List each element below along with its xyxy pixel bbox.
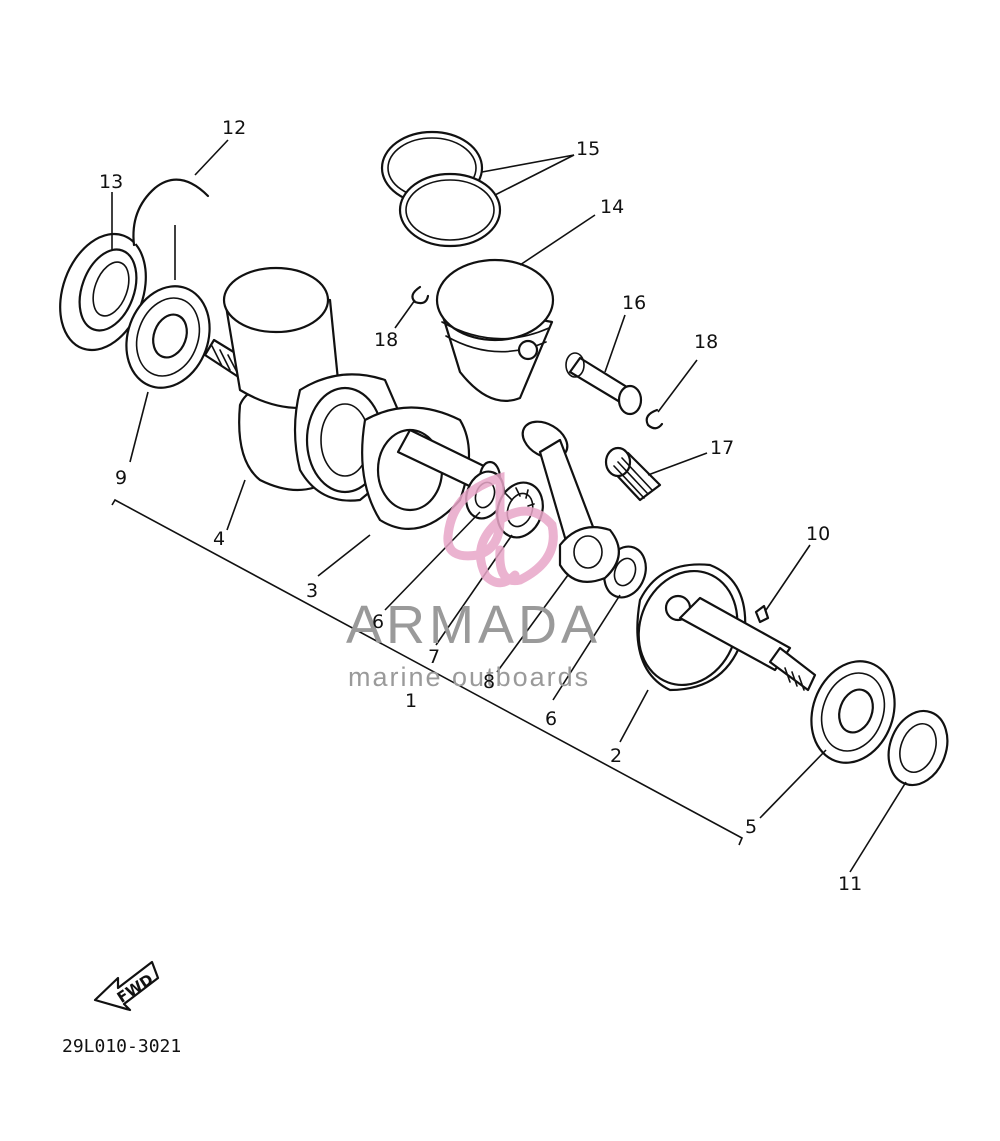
label-part-11: 11 bbox=[838, 873, 862, 895]
label-part-9: 9 bbox=[115, 467, 127, 489]
connecting-rod bbox=[521, 420, 620, 583]
piston bbox=[435, 258, 555, 402]
crankshaft-assembly bbox=[203, 266, 817, 692]
diagram-code: 29L010-3021 bbox=[62, 1036, 181, 1057]
label-part-6-left: 6 bbox=[372, 611, 384, 633]
label-part-18-right: 18 bbox=[694, 331, 718, 353]
oil-seal-left bbox=[59, 232, 147, 352]
retaining-ring bbox=[132, 178, 210, 247]
assembly-bracket bbox=[111, 498, 744, 846]
watermark-brand: ARMADA bbox=[346, 595, 601, 655]
leader-lines bbox=[111, 139, 907, 873]
label-part-18-left: 18 bbox=[374, 329, 398, 351]
label-part-5: 5 bbox=[745, 816, 757, 838]
label-part-10: 10 bbox=[806, 523, 830, 545]
oil-seal-right bbox=[887, 709, 949, 787]
label-part-3: 3 bbox=[306, 580, 318, 602]
label-part-16: 16 bbox=[622, 292, 646, 314]
woodruff-key bbox=[754, 604, 770, 624]
circlip-left bbox=[411, 285, 430, 305]
label-part-1: 1 bbox=[405, 690, 417, 712]
label-part-6-right: 6 bbox=[545, 708, 557, 730]
small-end-bearing bbox=[604, 446, 662, 502]
circlip-right bbox=[645, 408, 664, 430]
label-part-17: 17 bbox=[710, 437, 734, 459]
watermark-logo bbox=[443, 471, 558, 588]
part-labels: 12 13 15 14 16 18 18 17 10 9 4 3 6 7 8 1… bbox=[99, 117, 862, 895]
main-bearing-right bbox=[810, 660, 896, 764]
watermark: ARMADA marine outboards bbox=[346, 471, 601, 692]
piston-pin bbox=[565, 352, 643, 416]
label-part-15: 15 bbox=[576, 138, 600, 160]
label-part-4: 4 bbox=[213, 528, 225, 550]
label-part-12: 12 bbox=[222, 117, 246, 139]
label-part-14: 14 bbox=[600, 196, 624, 218]
label-part-2: 2 bbox=[610, 745, 622, 767]
piston-rings bbox=[380, 130, 502, 248]
label-part-13: 13 bbox=[99, 171, 123, 193]
watermark-tagline: marine outboards bbox=[348, 662, 590, 692]
forward-arrow: FWD bbox=[93, 960, 160, 1012]
main-bearing-left bbox=[125, 285, 211, 389]
label-part-7: 7 bbox=[428, 646, 440, 668]
label-part-8: 8 bbox=[483, 671, 495, 693]
